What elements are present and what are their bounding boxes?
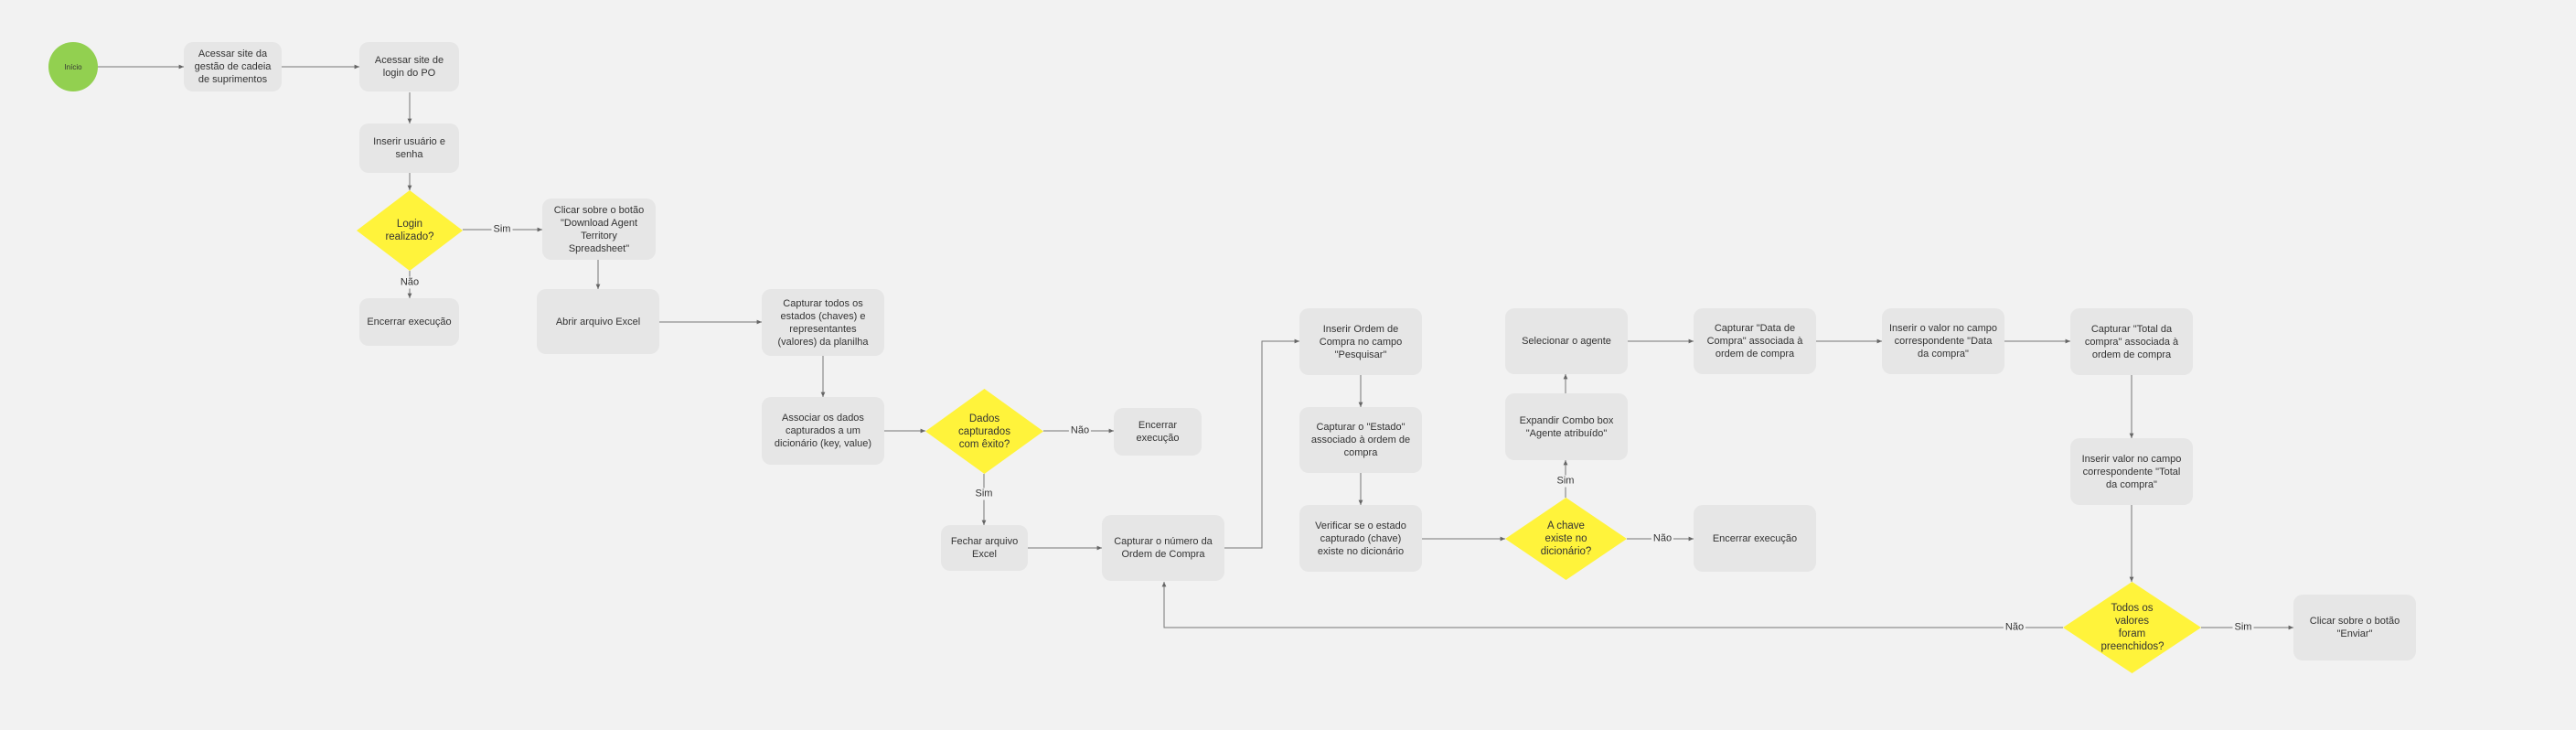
start-node: Início [48, 42, 98, 91]
node-label: Inserir valor no campo correspondente "T… [2081, 453, 2182, 490]
node-inserir-oc: Inserir Ordem de Compra no campo "Pesqui… [1299, 308, 1422, 375]
decision-label: Login realizado? [385, 219, 434, 242]
node-label: Fechar arquivo Excel [950, 536, 1019, 560]
node-label: Capturar todos os estados (chaves) e rep… [777, 297, 869, 348]
decision-shape [925, 389, 1043, 474]
node-capturar-estado: Capturar o "Estado" associado à ordem de… [1299, 407, 1422, 473]
node-label: Clicar sobre o botão "Enviar" [2309, 616, 2400, 639]
node-label: Encerrar execução [1712, 532, 1798, 544]
node-capturar-total: Capturar "Total da compra" associada à o… [2070, 308, 2193, 375]
edge-label-nao-todos: Não [2003, 621, 2026, 634]
node-fechar-excel: Fechar arquivo Excel [941, 525, 1028, 571]
node-label: Inserir Ordem de Compra no campo "Pesqui… [1319, 323, 1403, 360]
node-label: Capturar "Total da compra" associada à o… [2084, 323, 2179, 360]
node-label: Inserir o valor no campo correspondente … [1889, 323, 1997, 360]
node-label: Acessar site de login do PO [374, 55, 444, 79]
node-verificar-estado: Verificar se o estado capturado (chave) … [1299, 505, 1422, 572]
node-clicar-enviar: Clicar sobre o botão "Enviar" [2293, 595, 2416, 660]
node-label: Verificar se o estado capturado (chave) … [1315, 520, 1406, 557]
node-clicar-download: Clicar sobre o botão "Download Agent Ter… [542, 199, 656, 260]
node-encerrar-2: Encerrar execução [1114, 408, 1202, 456]
node-label: Clicar sobre o botão "Download Agent Ter… [553, 204, 645, 254]
edge-label-sim-dados: Sim [973, 488, 995, 500]
start-label: Início [64, 62, 82, 71]
edge-label-sim-login: Sim [491, 223, 513, 236]
decision-label: A chave existe no dicionário? [1540, 521, 1592, 557]
node-encerrar-1: Encerrar execução [359, 298, 459, 346]
node-label: Abrir arquivo Excel [555, 316, 641, 327]
node-label: Acessar site da gestão de cadeia de supr… [194, 48, 272, 85]
node-label: Encerrar execução [367, 317, 452, 327]
decision-shape [2063, 582, 2201, 673]
node-label: Capturar o "Estado" associado à ordem de… [1310, 422, 1411, 458]
decision-shape [357, 190, 463, 271]
decision-login-realizado: Login realizado? [357, 190, 463, 271]
edge-label-nao-dados: Não [1068, 424, 1092, 437]
node-selecionar-agente: Selecionar o agente [1505, 308, 1628, 374]
decision-chave-existe: A chave existe no dicionário? [1505, 498, 1627, 580]
node-associar-dicionario: Associar os dados capturados a um dicion… [762, 397, 884, 465]
node-label: Inserir usuário e senha [373, 136, 445, 160]
node-capturar-estados: Capturar todos os estados (chaves) e rep… [762, 289, 884, 356]
decision-todos-preenchidos: Todos os valores foram preenchidos? [2063, 582, 2201, 673]
node-capturar-numero-oc: Capturar o número da Ordem de Compra [1102, 515, 1224, 581]
node-label: Capturar o número da Ordem de Compra [1114, 536, 1213, 560]
node-acessar-site-gestao: Acessar site da gestão de cadeia de supr… [184, 42, 282, 91]
edge-todos-nao-loop [1161, 582, 2063, 628]
node-abrir-excel: Abrir arquivo Excel [537, 289, 659, 354]
node-label: Capturar "Data de Compra" associada à or… [1706, 323, 1803, 360]
edge-label-sim-todos: Sim [2232, 621, 2254, 634]
node-acessar-site-login: Acessar site de login do PO [359, 42, 459, 91]
node-inserir-total: Inserir valor no campo correspondente "T… [2070, 438, 2193, 505]
edge-label-nao-chave: Não [1651, 532, 1674, 545]
edge-label-nao-login: Não [398, 276, 422, 289]
decision-label: Dados capturados com êxito? [958, 413, 1010, 450]
edge-oc-inserir [1224, 338, 1299, 549]
node-label: Selecionar o agente [1522, 336, 1611, 347]
edge-label-sim-chave: Sim [1555, 475, 1577, 488]
node-label: Encerrar execução [1136, 420, 1180, 444]
decision-shape [1505, 498, 1627, 580]
node-inserir-usuario: Inserir usuário e senha [359, 123, 459, 173]
node-encerrar-3: Encerrar execução [1694, 505, 1816, 572]
node-label: Associar os dados capturados a um dicion… [774, 413, 872, 449]
decision-dados-capturados: Dados capturados com êxito? [925, 389, 1043, 474]
node-capturar-data: Capturar "Data de Compra" associada à or… [1694, 308, 1816, 374]
node-label: Expandir Combo box "Agente atribuído" [1519, 414, 1614, 439]
node-expandir-combo: Expandir Combo box "Agente atribuído" [1505, 393, 1628, 460]
decision-label: Todos os valores foram preenchidos? [2100, 603, 2164, 652]
node-inserir-data: Inserir o valor no campo correspondente … [1882, 308, 2004, 374]
